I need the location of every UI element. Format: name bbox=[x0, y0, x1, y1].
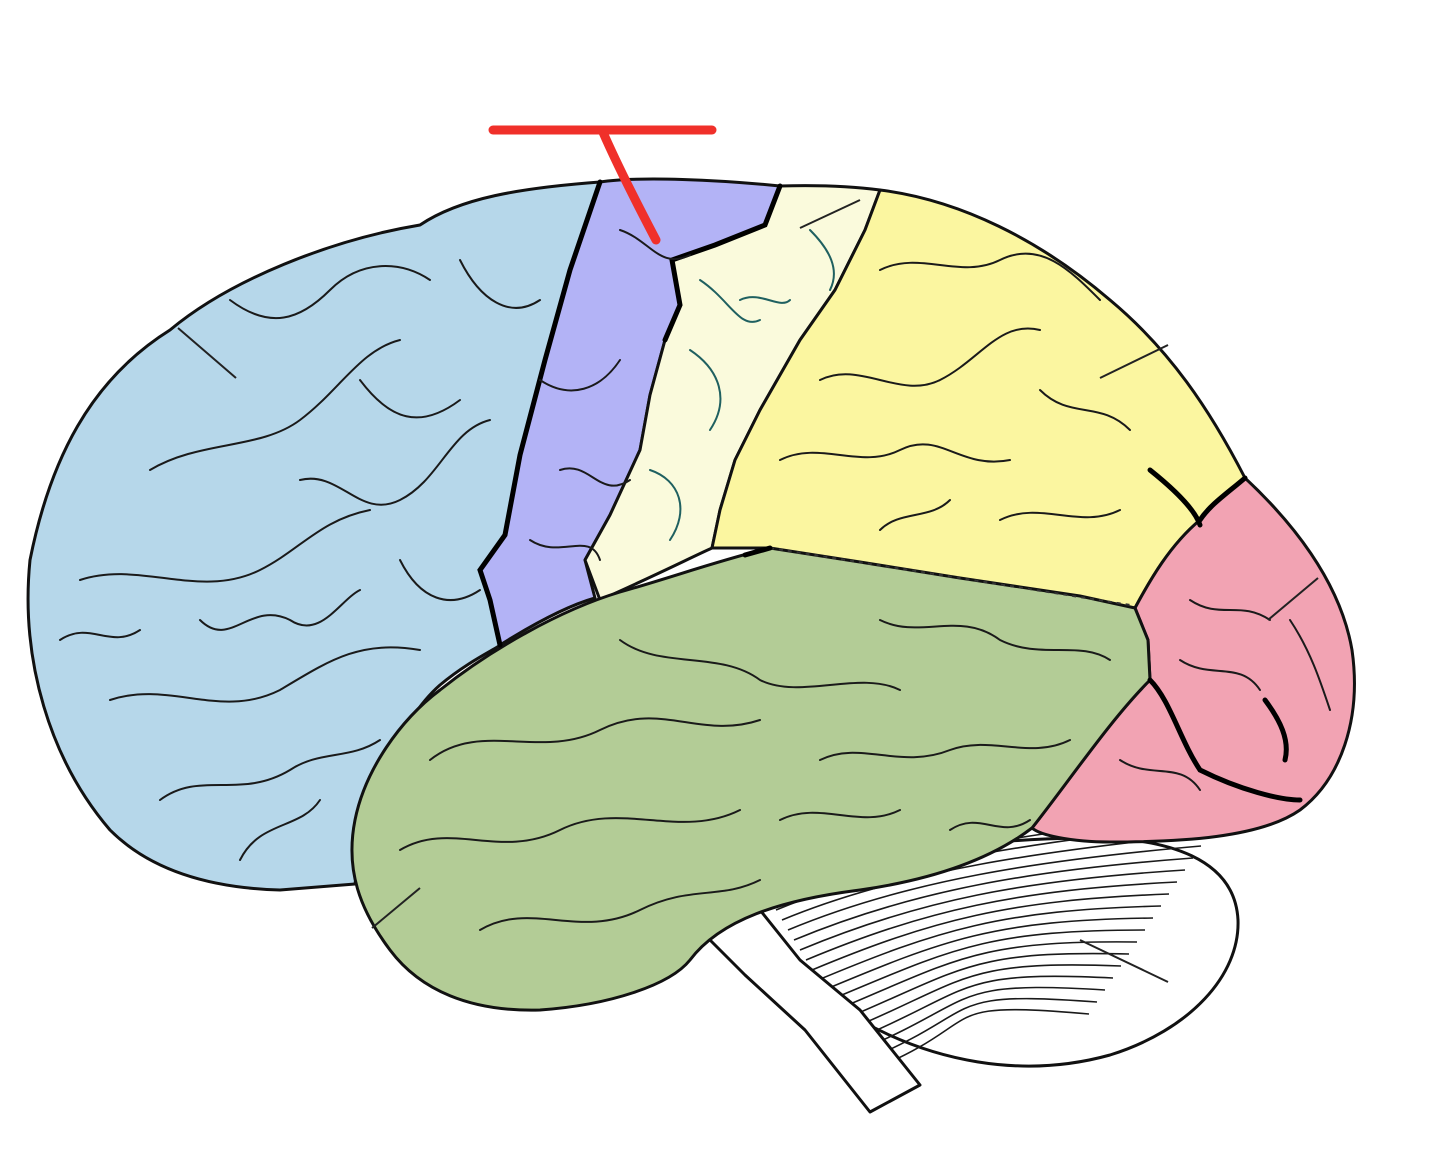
gyri-lines bbox=[59, 229, 1331, 931]
cerebellum-folium bbox=[865, 997, 1098, 1061]
cerebellum-folium bbox=[871, 1008, 1090, 1071]
cerebellum-folium bbox=[817, 905, 1162, 981]
parietal-temporal-boundary bbox=[769, 547, 1131, 606]
cerebellum-folium bbox=[787, 845, 1202, 931]
cerebellum-folium bbox=[847, 964, 1122, 1031]
cerebellum-folium bbox=[823, 917, 1154, 991]
cerebellum-folium bbox=[799, 869, 1186, 951]
cerebellum-folium bbox=[829, 929, 1146, 1001]
temporal-lobe bbox=[350, 546, 1152, 1012]
cerebellum-folium bbox=[835, 941, 1138, 1011]
label-pointers bbox=[177, 199, 1319, 983]
cerebellum-folium bbox=[853, 975, 1114, 1041]
sensory-cortex-veins bbox=[649, 229, 835, 541]
cerebellum-folium bbox=[805, 881, 1178, 961]
cerebellum-folium bbox=[793, 857, 1194, 941]
cerebellum-folium bbox=[841, 952, 1130, 1021]
red-label-marker bbox=[488, 125, 717, 245]
cerebellum bbox=[758, 809, 1240, 1071]
cerebellum-folium bbox=[811, 893, 1170, 971]
sensory-cortex bbox=[583, 184, 882, 602]
brainstem bbox=[703, 908, 922, 1114]
cerebellum-folium bbox=[859, 986, 1106, 1051]
occipital-lobe bbox=[1030, 476, 1356, 844]
major-sulci bbox=[477, 179, 1303, 803]
